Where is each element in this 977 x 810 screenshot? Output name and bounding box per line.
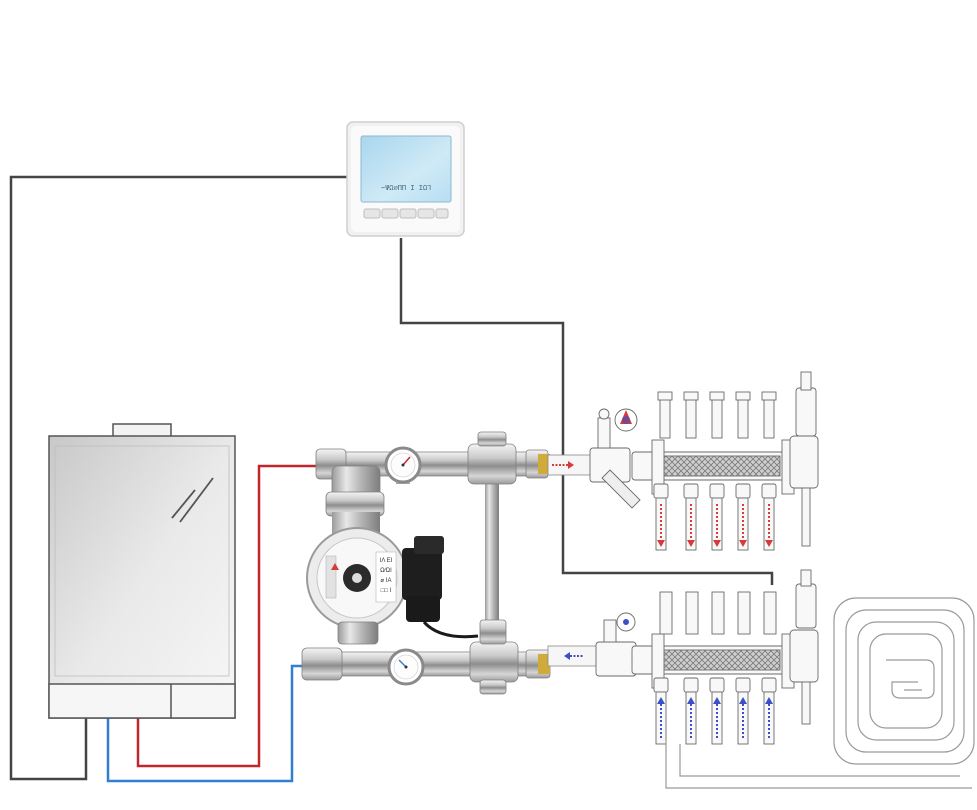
- thermostat-screen: [360, 135, 452, 203]
- supply-flow-arrows: [657, 504, 773, 547]
- pump-icon: ΙΛ ΕΙ Ω⁄ΩΙ ⌀ ΙΑ □□ Ι: [306, 512, 479, 645]
- pressure-gauge-icon: [384, 446, 422, 484]
- return-connector-pipe: [547, 645, 599, 667]
- pump-label-line-4: □□ Ι: [381, 588, 392, 594]
- return-flow-arrows: [657, 697, 773, 738]
- pressure-gauge-icon: [387, 648, 425, 686]
- thermostat-manifold-wire: [399, 238, 774, 585]
- mixing-unit: ΙΛ ΕΙ Ω⁄ΩΙ ⌀ ΙΑ □□ Ι: [301, 431, 551, 695]
- pump-label-line-1: ΙΛ ΕΙ: [380, 558, 393, 564]
- hot-supply-pipe: [136, 464, 318, 768]
- thermostat-display-text: ~ΨΩ⌀ΠΠ Ι ΙΩ⅂: [381, 184, 431, 192]
- supply-connector-pipe: [547, 454, 594, 476]
- thermostat: ~ΨΩ⌀ΠΠ Ι ΙΩ⅂: [346, 121, 465, 237]
- boiler: [48, 423, 236, 719]
- underfloor-loop-icon: [665, 597, 975, 789]
- pump-label-line-3: ⌀ ΙΑ: [381, 578, 392, 584]
- pump-label-line-2: Ω⁄ΩΙ: [380, 568, 392, 574]
- thermostat-buttons: [363, 208, 449, 219]
- thermostat-boiler-wire: [9, 175, 347, 781]
- manifold-icon: [589, 371, 819, 745]
- cold-return-pipe: [106, 664, 316, 783]
